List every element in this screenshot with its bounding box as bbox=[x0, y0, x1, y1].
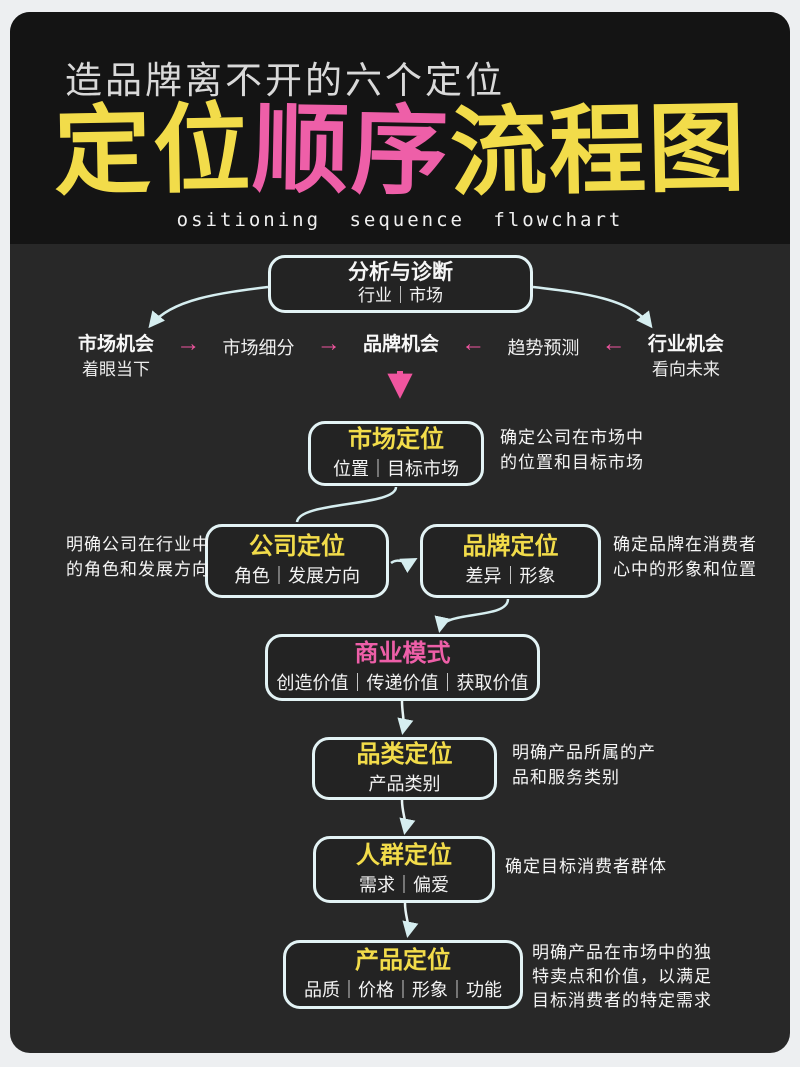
business-model-title: 商业模式 bbox=[354, 639, 451, 667]
node-product-positioning: 产品定位 品质｜价格｜形象｜功能 bbox=[283, 940, 523, 1009]
market-opportunity-title: 市场机会 bbox=[78, 334, 155, 355]
node-market-positioning: 市场定位 位置｜目标市场 bbox=[308, 421, 484, 486]
english-subtitle: ositioning sequence flowchart bbox=[176, 209, 624, 231]
industry-opportunity-subtitle: 看向未来 bbox=[651, 359, 720, 379]
crowd-positioning-title: 人群定位 bbox=[356, 841, 452, 869]
node-analysis-title: 分析与诊断 bbox=[348, 260, 453, 284]
node-crowd-positioning: 人群定位 需求｜偏爱 bbox=[313, 836, 495, 903]
item-market-opportunity: 市场机会 着眼当下 bbox=[78, 333, 154, 381]
product-positioning-title: 产品定位 bbox=[355, 946, 451, 974]
note-category-positioning: 明确产品所属的产 品和服务类别 bbox=[512, 743, 656, 788]
header-band bbox=[10, 12, 790, 244]
market-positioning-title: 市场定位 bbox=[348, 425, 444, 453]
crowd-positioning-subtitle: 需求｜偏爱 bbox=[359, 874, 449, 895]
arrow-left-icon: ← bbox=[461, 330, 486, 357]
item-industry-opportunity: 行业机会 看向未来 bbox=[648, 333, 724, 381]
title-segment-dingwei: 定位 bbox=[52, 94, 253, 207]
title-segment-liuchengtu: 流程图 bbox=[448, 93, 748, 208]
company-positioning-title: 公司定位 bbox=[249, 533, 345, 561]
kicker-title: 造品牌离不开的六个定位 bbox=[65, 60, 505, 101]
note-market-positioning: 确定公司在市场中 的位置和目标市场 bbox=[500, 428, 644, 473]
market-positioning-subtitle: 位置｜目标市场 bbox=[333, 458, 459, 479]
opportunity-row: 市场机会 着眼当下 → 市场细分 → 品牌机会 ← 趋势预测 ← 行业机会 看向… bbox=[78, 330, 724, 381]
industry-opportunity-title: 行业机会 bbox=[647, 334, 724, 355]
arrow-right-icon: → bbox=[316, 330, 341, 357]
arrow-left-icon: ← bbox=[601, 330, 626, 357]
arrow-right-icon: → bbox=[176, 330, 201, 357]
title-segment-shunxu: 顺序 bbox=[250, 94, 451, 207]
node-company-positioning: 公司定位 角色｜发展方向 bbox=[205, 524, 389, 598]
node-analysis: 分析与诊断 行业｜市场 bbox=[268, 255, 533, 313]
category-positioning-subtitle: 产品类别 bbox=[368, 773, 441, 794]
item-brand-opportunity: 品牌机会 bbox=[362, 334, 439, 355]
node-analysis-subtitle: 行业｜市场 bbox=[358, 286, 443, 306]
note-product-positioning: 明确产品在市场中的独 特卖点和价值，以满足 目标消费者的特定需求 bbox=[532, 943, 712, 1011]
brand-positioning-subtitle: 差异｜形象 bbox=[465, 566, 556, 587]
product-positioning-subtitle: 品质｜价格｜形象｜功能 bbox=[304, 979, 502, 1000]
node-category-positioning: 品类定位 产品类别 bbox=[312, 737, 497, 800]
category-positioning-title: 品类定位 bbox=[356, 740, 453, 768]
note-brand-positioning: 确定品牌在消费者 心中的形象和位置 bbox=[613, 535, 757, 580]
poster-card: 造品牌离不开的六个定位 定位顺序流程图 ositioning sequence … bbox=[10, 12, 790, 1053]
item-trend-forecast: 趋势预测 bbox=[507, 338, 580, 358]
market-opportunity-subtitle: 着眼当下 bbox=[82, 359, 150, 379]
business-model-subtitle: 创造价值｜传递价值｜获取价值 bbox=[276, 672, 529, 693]
node-business-model: 商业模式 创造价值｜传递价值｜获取价值 bbox=[265, 634, 540, 701]
brand-positioning-title: 品牌定位 bbox=[462, 533, 559, 561]
note-crowd-positioning: 确定目标消费者群体 bbox=[505, 857, 667, 877]
note-company-positioning: 明确公司在行业中 的角色和发展方向 bbox=[66, 535, 210, 580]
item-market-segmentation: 市场细分 bbox=[222, 338, 295, 358]
company-positioning-subtitle: 角色｜发展方向 bbox=[234, 566, 360, 587]
main-title: 定位顺序流程图 bbox=[10, 93, 790, 208]
node-brand-positioning: 品牌定位 差异｜形象 bbox=[420, 524, 601, 598]
